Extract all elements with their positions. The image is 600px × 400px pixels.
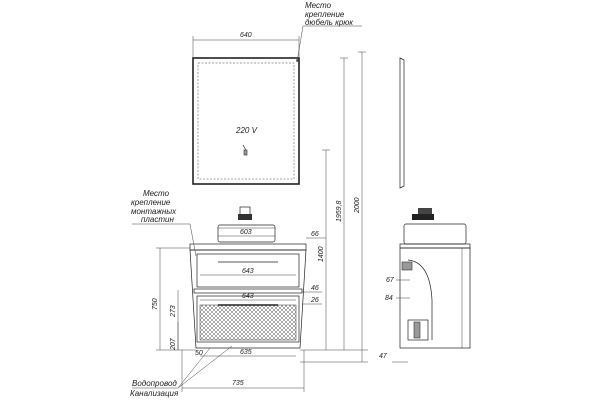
callout-mirror-line3: дюбель крюк <box>305 18 354 27</box>
callout-plate-line4: пластин <box>141 215 174 224</box>
dim-273: 273 <box>170 305 177 318</box>
callout-plate-line2: крепление <box>131 198 171 207</box>
mirror-front <box>192 57 300 185</box>
dim-47: 47 <box>379 353 388 360</box>
dim-84: 84 <box>385 295 393 302</box>
dim-735: 735 <box>232 380 244 387</box>
dim-67: 67 <box>386 277 395 284</box>
dim-603: 603 <box>240 229 252 236</box>
callout-plate-line3: монтажных <box>131 207 177 216</box>
callout-water: Водопровод <box>132 379 177 388</box>
vanity-front <box>189 243 307 349</box>
dim-640: 640 <box>240 32 252 39</box>
dim-207: 207 <box>170 337 177 351</box>
dim-1959: 1959,8 <box>336 200 343 222</box>
dim-66: 66 <box>311 231 319 238</box>
callout-mirror-line1: Место <box>305 1 332 10</box>
socket-icon <box>243 149 248 156</box>
dim-635: 635 <box>240 349 252 356</box>
callout-plate-line1: Место <box>143 189 170 198</box>
mirror-side <box>399 57 405 189</box>
callout-drain: Канализация <box>130 389 179 398</box>
voltage-label: 220 V <box>235 126 258 135</box>
dim-26: 26 <box>310 297 319 304</box>
dim-1400: 1400 <box>318 246 325 262</box>
vanity-side <box>399 208 471 349</box>
dim-50: 50 <box>195 350 203 357</box>
dim-2000: 2000 <box>354 197 361 214</box>
sink-and-faucet <box>217 206 276 243</box>
dim-643-top: 643 <box>242 268 254 275</box>
dim-643-mid: 643 <box>242 293 254 300</box>
callout-mirror-line2: крепление <box>305 10 345 19</box>
dim-46: 46 <box>311 285 319 292</box>
dim-750: 750 <box>152 298 159 310</box>
